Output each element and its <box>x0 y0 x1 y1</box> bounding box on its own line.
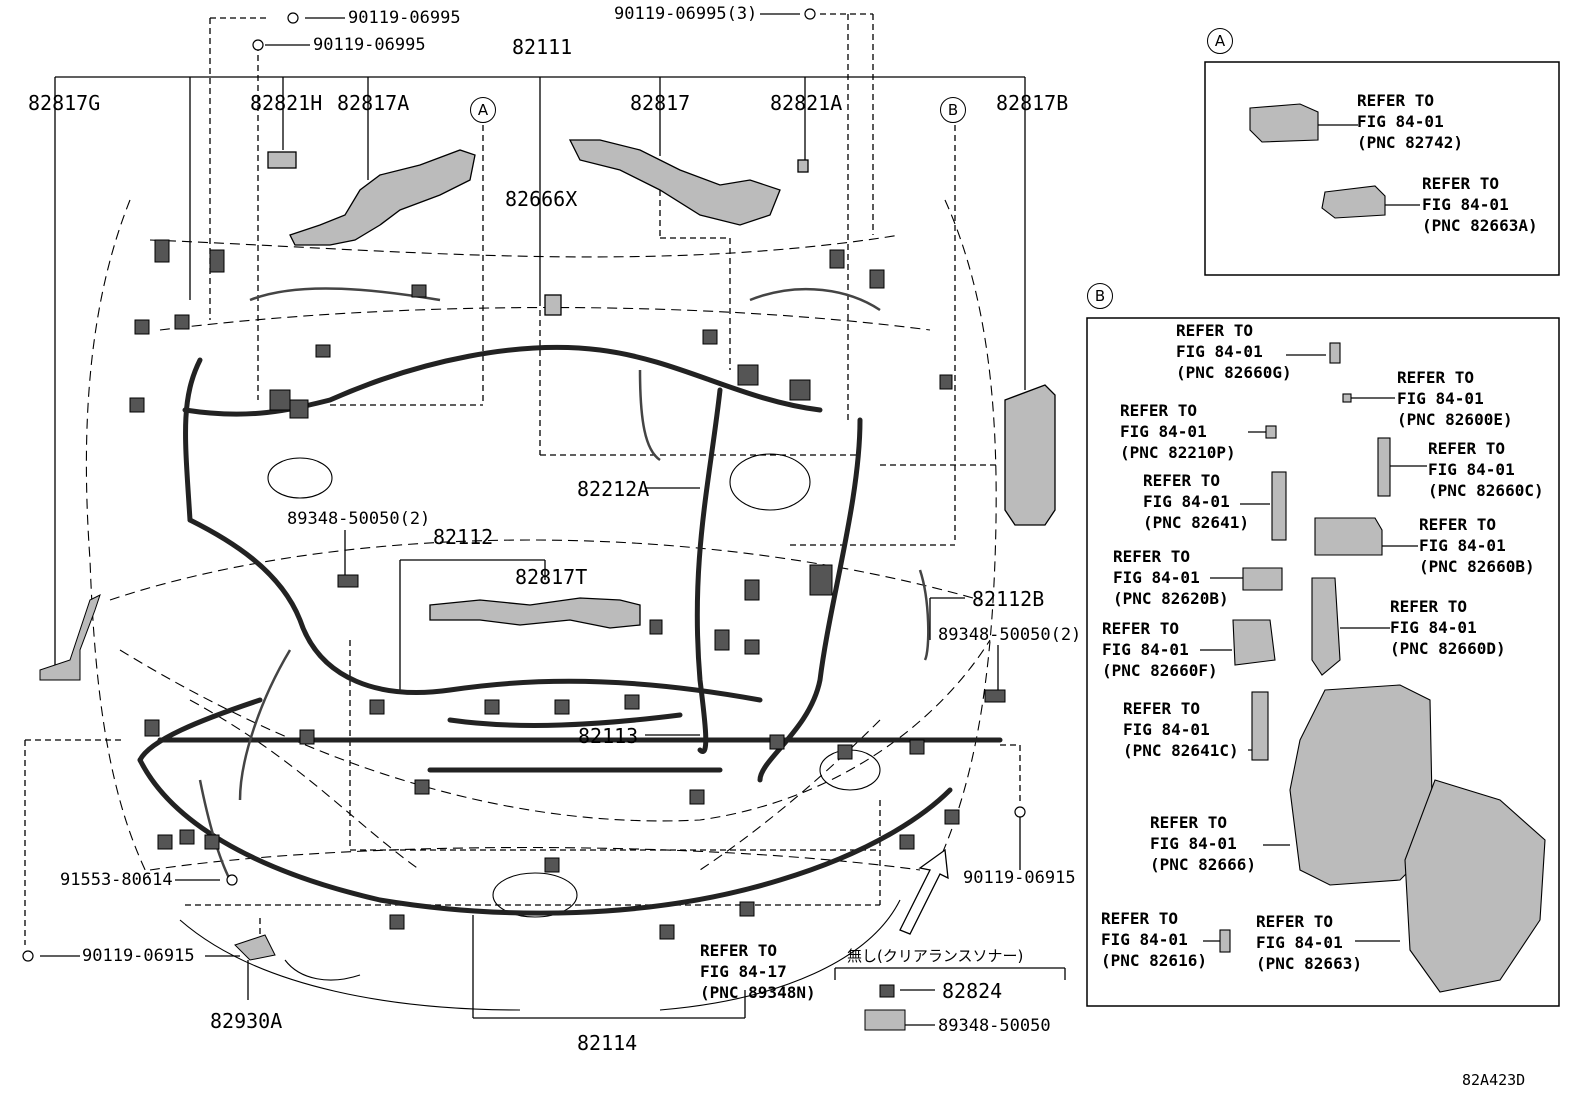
part-82112B: 82112B <box>972 587 1045 611</box>
screw-91553-80614: 91553-80614 <box>60 870 173 890</box>
part-82821H: 82821H <box>250 91 323 115</box>
marker-a-inset: A <box>1207 28 1233 54</box>
part-82212A: 82212A <box>577 477 650 501</box>
part-82817T: 82817T <box>515 565 588 589</box>
bolt-90119-06995-3: 90119-06995(3) <box>614 4 758 24</box>
part-82114: 82114 <box>577 1031 638 1055</box>
clamp-89348-50050-2a: 89348-50050(2) <box>287 509 431 529</box>
clamp-89348-50050-2b: 89348-50050(2) <box>938 625 1082 645</box>
clamp-89348-50050: 89348-50050 <box>938 1016 1051 1036</box>
bolt-90119-06995-b: 90119-06995 <box>313 35 426 55</box>
no-clearance-sonar-note: 無し(クリアランスソナー) <box>847 947 1024 965</box>
marker-b-main: B <box>940 97 966 123</box>
part-82112: 82112 <box>433 525 494 549</box>
marker-b-inset: B <box>1087 283 1113 309</box>
part-82930A: 82930A <box>210 1009 283 1033</box>
part-82113: 82113 <box>578 724 639 748</box>
part-82666X: 82666X <box>505 187 578 211</box>
bolt-90119-06915-a: 90119-06915 <box>82 946 195 966</box>
part-82821A: 82821A <box>770 91 843 115</box>
part-82817A: 82817A <box>337 91 410 115</box>
marker-a-main: A <box>470 97 496 123</box>
bolt-90119-06915-b: 90119-06915 <box>963 868 1076 888</box>
part-82817G: 82817G <box>28 91 101 115</box>
bolt-90119-06995-a: 90119-06995 <box>348 8 461 28</box>
part-82817B: 82817B <box>996 91 1069 115</box>
part-82111: 82111 <box>512 35 573 59</box>
part-82824: 82824 <box>942 979 1003 1003</box>
part-82817: 82817 <box>630 91 691 115</box>
diagram-code: 82A423D <box>1462 1071 1526 1089</box>
